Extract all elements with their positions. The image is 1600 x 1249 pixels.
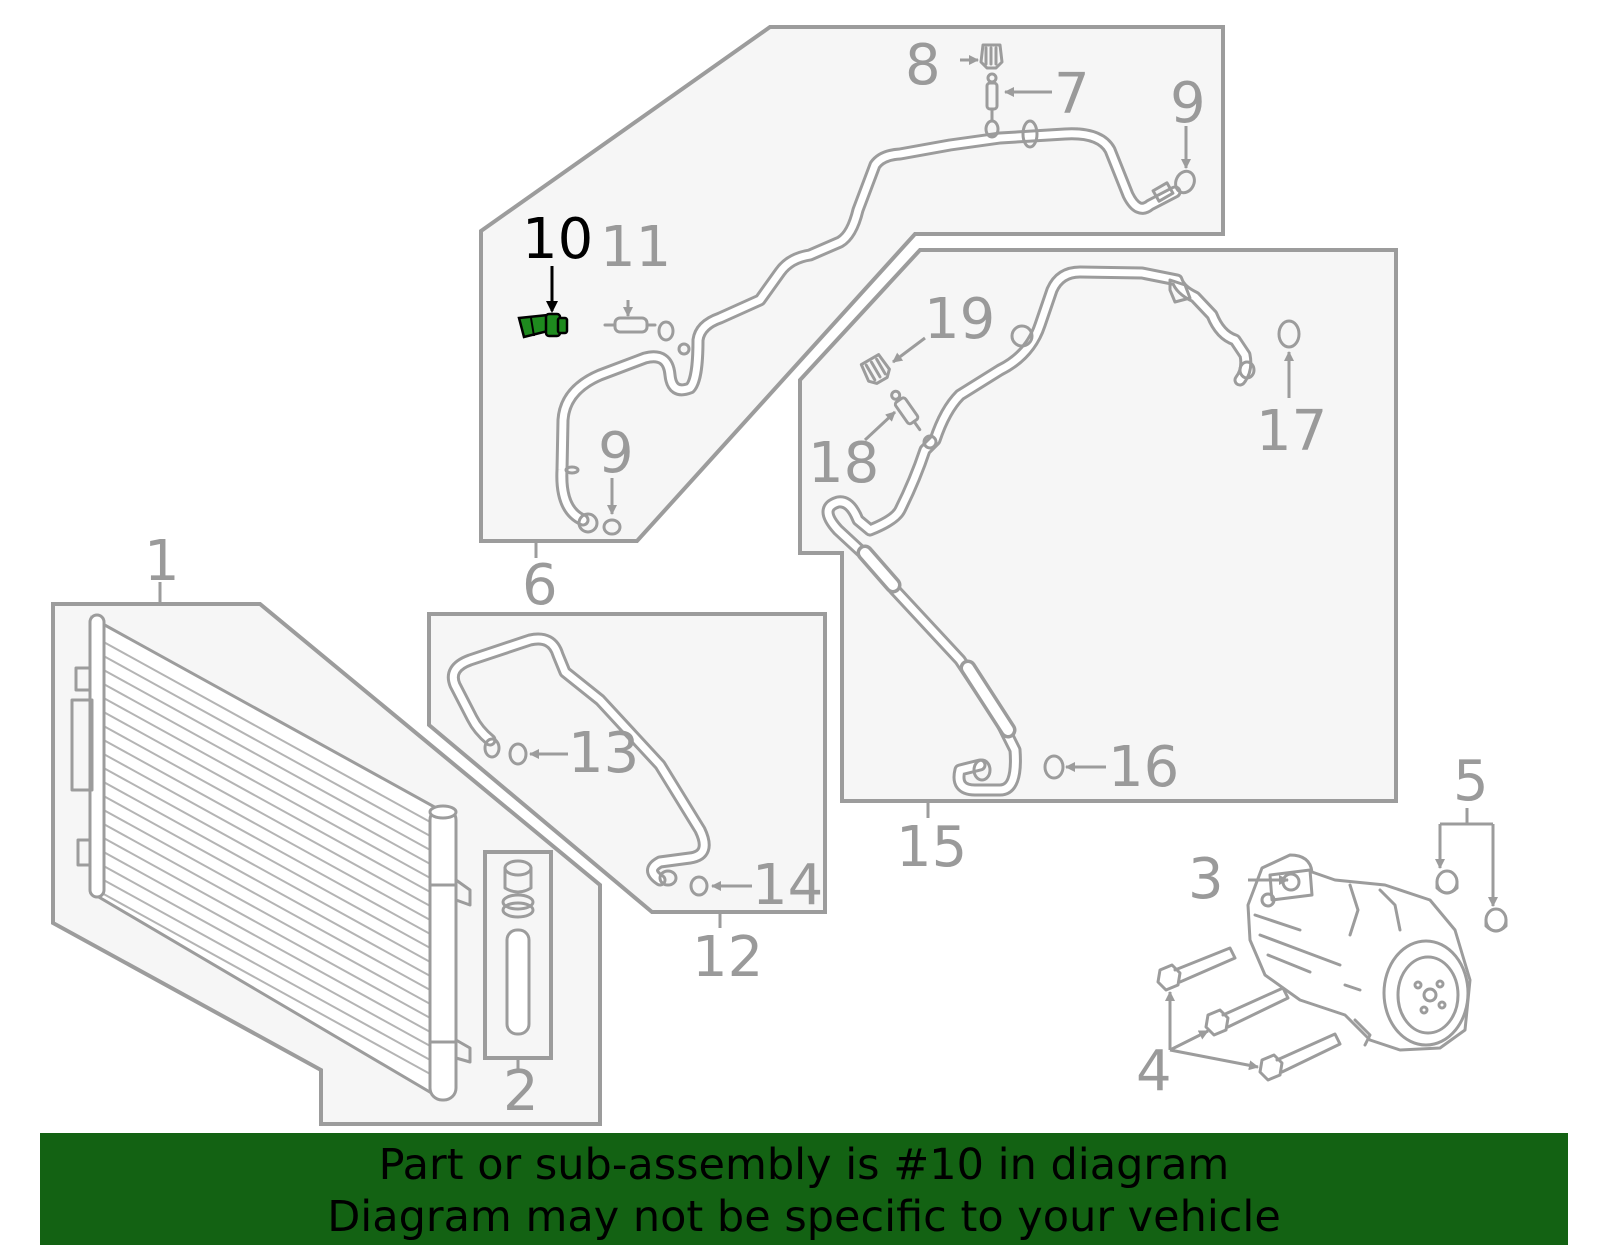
callout-4: 4 [1136,1039,1172,1104]
callout-2: 2 [503,1059,539,1124]
callout-19: 19 [924,287,995,352]
banner-line-2: Diagram may not be specific to your vehi… [327,1192,1281,1242]
drier-cartridge [501,859,535,1036]
callout-15: 15 [896,815,967,880]
o-ring-17 [1277,319,1301,349]
callout-9-lower: 9 [598,421,634,486]
liquid-line [446,632,711,887]
callout-6: 6 [522,553,558,618]
valve-core-18 [890,389,922,432]
group-box-6 [479,25,1225,543]
leader-lines [158,55,1498,1072]
callout-7: 7 [1054,62,1090,127]
callout-18: 18 [808,431,879,496]
callout-12: 12 [692,925,763,990]
compressor-bolt-3 [1258,1032,1342,1082]
callout-1: 1 [144,529,180,594]
callout-13: 13 [568,721,639,786]
valve-core [985,72,999,122]
compressor-bolt-2 [1204,986,1290,1037]
suction-line [821,265,1256,797]
pressure-sensor-highlighted [517,312,569,339]
compressor-bushing-2 [1484,907,1508,933]
group-box-12 [427,612,827,914]
compressor-bushing-1 [1435,869,1459,895]
callout-11: 11 [600,215,671,280]
group-box-15 [798,248,1398,803]
callout-5: 5 [1453,749,1489,814]
ac-compressor [1246,853,1472,1052]
callout-8: 8 [905,33,941,98]
service-valve-cap-19 [859,353,891,385]
callout-14: 14 [752,853,823,918]
info-banner: Part or sub-assembly is #10 in diagram D… [40,1133,1568,1245]
callout-9-top: 9 [1170,71,1206,136]
o-ring-13 [508,742,528,766]
callout-17: 17 [1256,399,1327,464]
o-ring-9-lower [602,518,622,536]
banner-line-1: Part or sub-assembly is #10 in diagram [378,1140,1230,1190]
o-ring-9-top [1174,169,1196,195]
o-ring-14 [689,875,709,897]
callout-3: 3 [1188,847,1224,912]
discharge-line [555,119,1182,534]
o-ring-16 [1043,754,1065,780]
valve-core-11 [603,316,675,342]
callout-10: 10 [522,207,593,272]
callout-16: 16 [1108,735,1179,800]
condenser [70,613,472,1102]
service-valve-cap [979,43,1004,70]
compressor-bolt-1 [1156,946,1237,992]
